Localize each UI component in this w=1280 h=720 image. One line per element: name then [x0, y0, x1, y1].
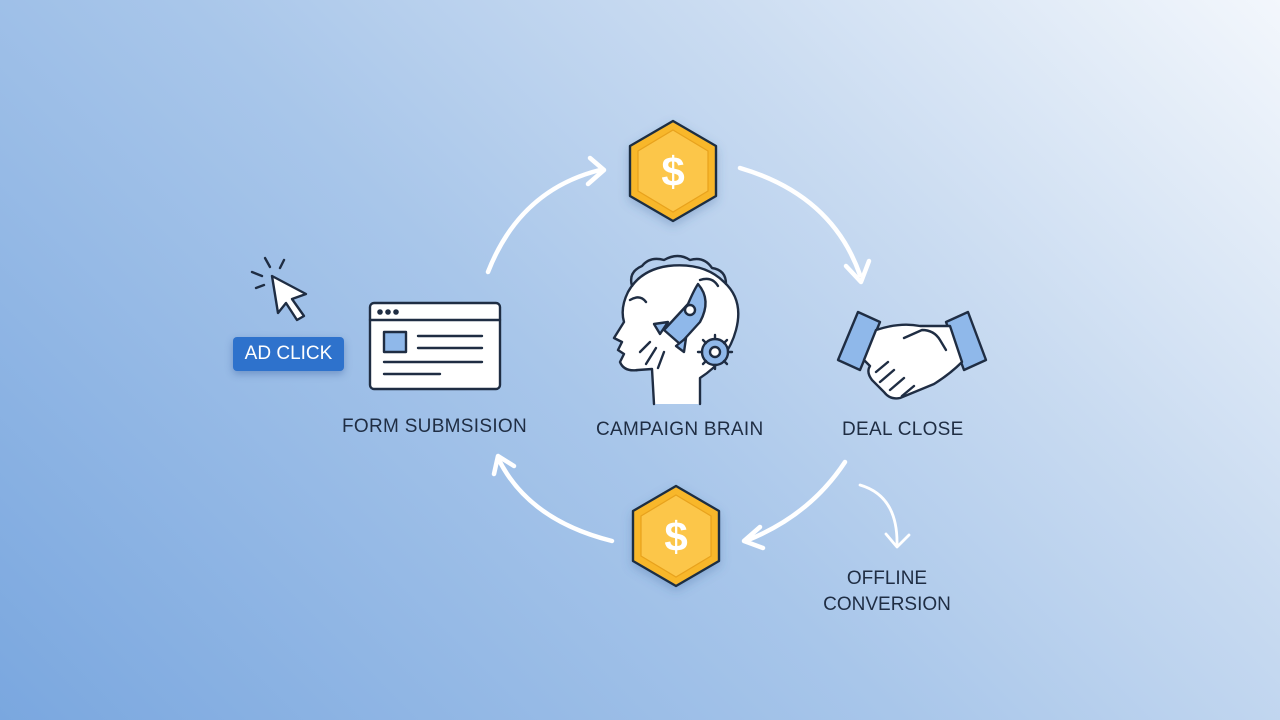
cursor-click-icon: [250, 256, 308, 322]
head-rocket-gear-icon: [612, 254, 740, 406]
arrow-to-offline: [858, 483, 911, 549]
offline-conversion-line1: OFFLINE: [846, 568, 928, 589]
ad-click-badge: AD CLICK: [233, 337, 344, 371]
campaign-brain-label: CAMPAIGN BRAIN: [596, 419, 764, 440]
bottom-coin-icon: [631, 484, 721, 588]
arrow-deal-to-bottom-coin: [745, 459, 848, 543]
top-coin-icon: [628, 119, 718, 223]
browser-form-icon: [368, 301, 502, 391]
form-submission-label: FORM SUBMSISION: [342, 416, 528, 437]
bottom-coin-symbol: $: [664, 513, 687, 560]
arrow-bottom-coin-to-form: [495, 455, 615, 544]
top-coin-symbol: $: [661, 148, 684, 195]
offline-conversion-line2: CONVERSION: [823, 594, 951, 615]
cycle-arrows: [485, 155, 872, 551]
handshake-icon: [836, 310, 988, 400]
arrow-form-to-top-coin: [485, 167, 603, 275]
deal-close-label: DEAL CLOSE: [842, 419, 964, 440]
offline-conversion-label: OFFLINE CONVERSION: [812, 566, 962, 618]
arrow-top-coin-to-deal: [737, 165, 863, 278]
